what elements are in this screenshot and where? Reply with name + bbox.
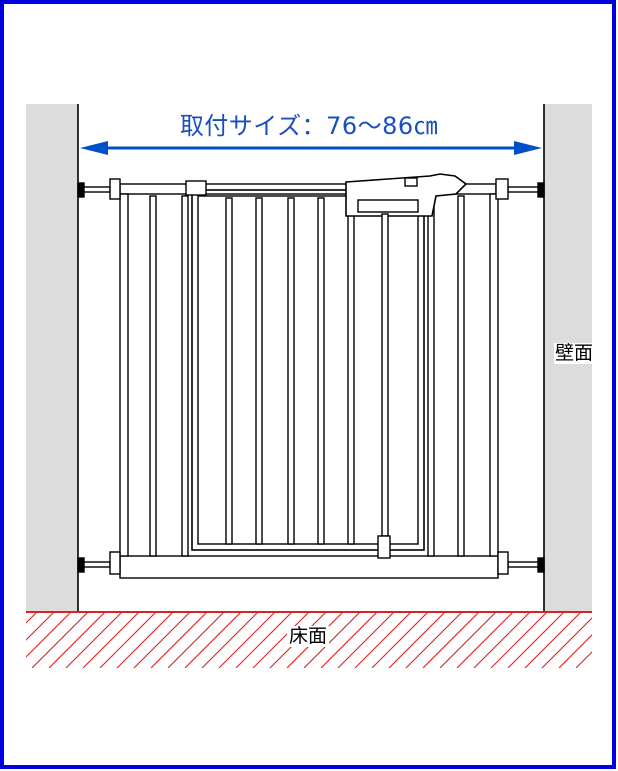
latch-rod [381, 213, 389, 537]
hatch-line [541, 617, 592, 668]
hatch-line [456, 612, 514, 668]
hatch-line [524, 612, 582, 668]
hatch-line [48, 612, 106, 668]
hatch-line [167, 612, 225, 668]
safety-gate [119, 173, 499, 579]
hatch-line [371, 612, 429, 668]
hatch-line [439, 612, 497, 668]
hatch-line [31, 612, 89, 668]
hatch-line [26, 612, 55, 641]
floor-label: 床面 [287, 625, 330, 647]
hatch-line [116, 612, 174, 668]
hatch-line [82, 612, 140, 668]
hatch-line [65, 612, 123, 668]
hatch-line [235, 612, 293, 668]
hatch-line [473, 612, 531, 668]
frame-right-post [489, 193, 499, 557]
hatch-line [388, 612, 446, 668]
left-wall [26, 104, 78, 612]
wall-label: 壁面 [554, 342, 595, 364]
hatch-line [507, 612, 565, 668]
hatch-line [26, 612, 72, 658]
frame-left-post [119, 193, 129, 557]
hatch-line [320, 612, 378, 668]
hinge-block [185, 180, 207, 196]
hatch-line [150, 612, 208, 668]
width-dimension-arrow [80, 141, 542, 155]
hatch-line [575, 651, 592, 668]
mounting-size-label: 取付サイズ：76〜86㎝ [179, 112, 439, 140]
hatch-line [252, 612, 310, 668]
hatch-line [303, 612, 361, 668]
hatch-line [558, 634, 592, 668]
hatch-line [490, 612, 548, 668]
hatch-line [26, 612, 38, 624]
hatch-line [133, 612, 191, 668]
hatch-line [354, 612, 412, 668]
hatch-line [218, 612, 276, 668]
hatch-line [184, 612, 242, 668]
hatch-line [201, 612, 259, 668]
hatch-line [99, 612, 157, 668]
floor-hatch [26, 612, 592, 668]
hatch-line [337, 612, 395, 668]
bottom-rail [119, 555, 499, 579]
pressure-bolts [77, 178, 545, 575]
hatch-line [422, 612, 480, 668]
hatch-line [405, 612, 463, 668]
door-frame [191, 189, 425, 551]
